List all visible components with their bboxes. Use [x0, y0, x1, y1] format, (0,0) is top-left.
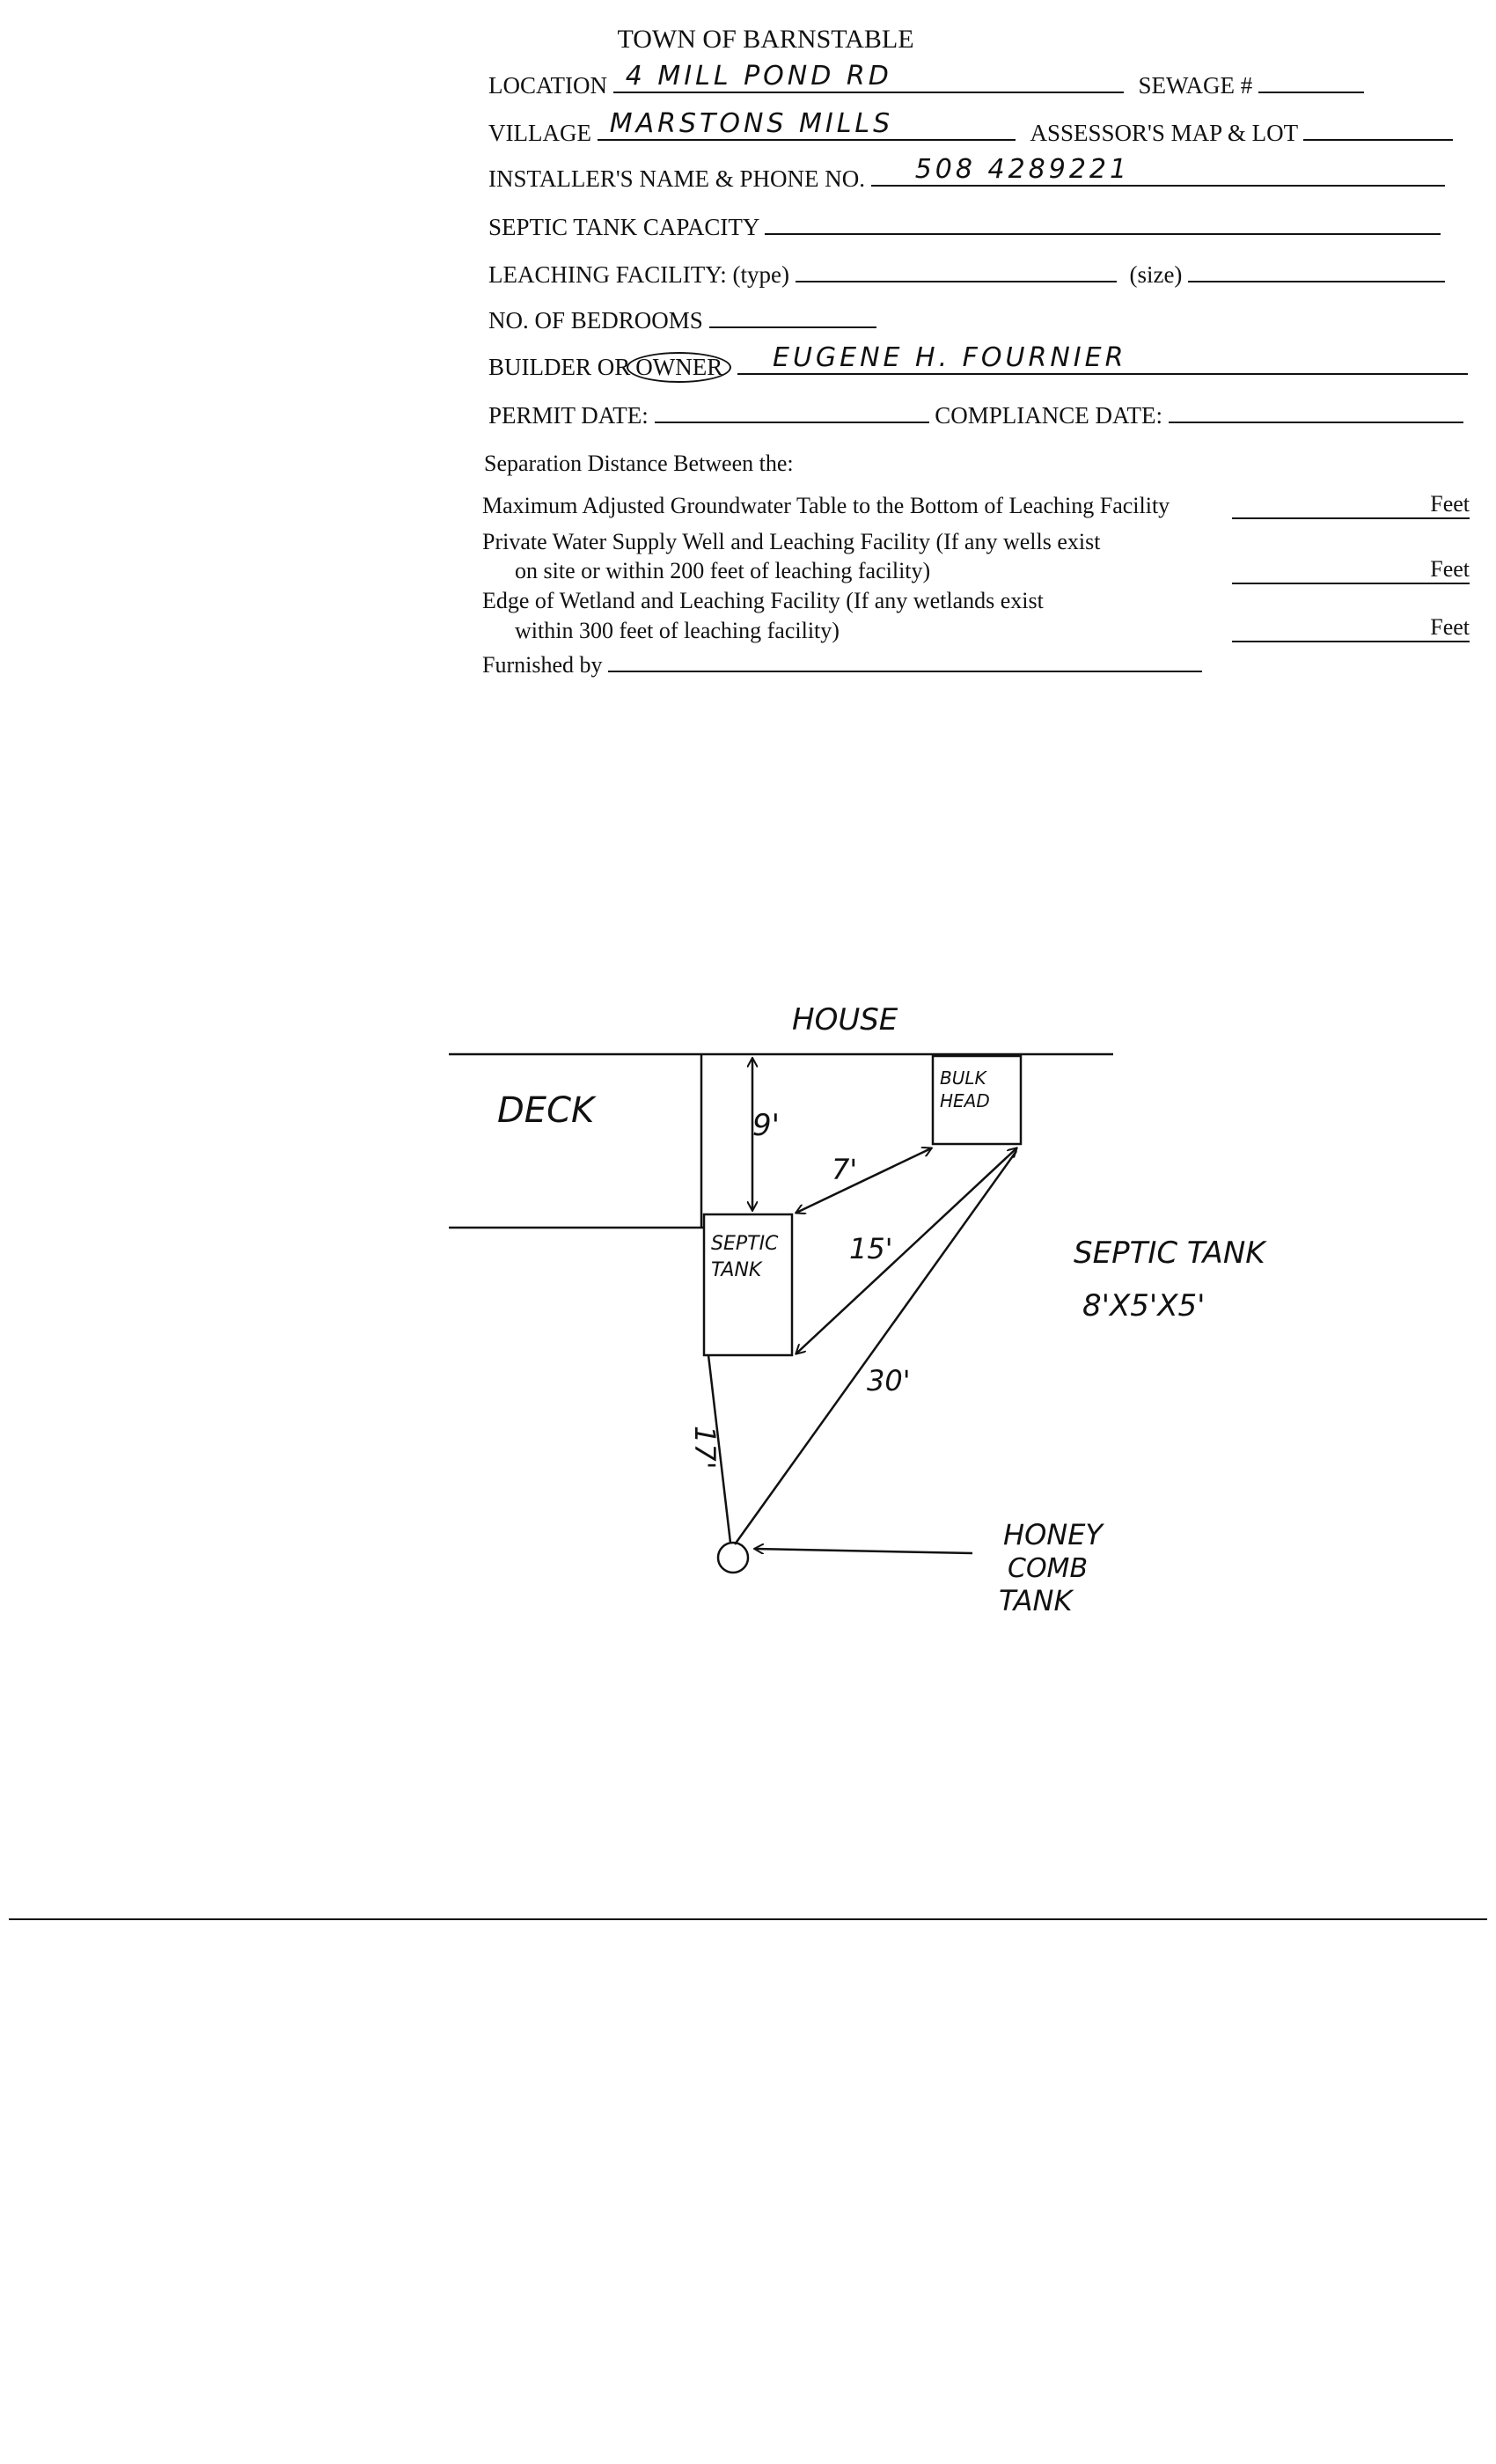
- leaching-type-field[interactable]: [795, 261, 1117, 282]
- bedrooms-label: NO. OF BEDROOMS: [488, 307, 703, 334]
- installer-field[interactable]: 508 4289221: [870, 154, 1445, 187]
- bulkhead-label-2: HEAD: [940, 1090, 990, 1111]
- assessor-field[interactable]: [1303, 120, 1454, 141]
- leaching-size-field[interactable]: [1188, 261, 1446, 282]
- location-row: LOCATION 4 MILL POND RD SEWAGE #: [488, 61, 1364, 99]
- compliance-label: COMPLIANCE DATE:: [935, 402, 1163, 429]
- dim-30-line: [733, 1150, 1018, 1545]
- septic-tank-label-1: SEPTIC: [711, 1233, 779, 1255]
- size-label: (size): [1129, 261, 1183, 288]
- compliance-field[interactable]: [1168, 402, 1463, 423]
- location-label: LOCATION: [488, 72, 607, 99]
- septic-tank-label-2: TANK: [711, 1259, 763, 1281]
- owner-field[interactable]: EUGENE H. FOURNIER: [737, 342, 1468, 375]
- dim-15-label: 15': [849, 1232, 893, 1265]
- dim-17-line: [707, 1354, 732, 1544]
- dim-15-line: [796, 1148, 1016, 1353]
- page-bottom-rule: [9, 1918, 1487, 1920]
- bedrooms-row: NO. OF BEDROOMS: [488, 307, 876, 334]
- village-label: VILLAGE: [488, 120, 591, 146]
- septic-tank-box: [702, 1213, 794, 1357]
- dim-17-label: 17': [688, 1426, 722, 1470]
- wetland-feet-field[interactable]: Feet: [1232, 614, 1470, 642]
- well-feet-field[interactable]: Feet: [1232, 556, 1470, 584]
- house-label: HOUSE: [792, 1002, 898, 1038]
- owner-label: OWNER: [635, 354, 723, 380]
- septic-capacity-label: SEPTIC TANK CAPACITY: [488, 214, 759, 240]
- furnished-field[interactable]: [608, 651, 1202, 672]
- installer-row: INSTALLER'S NAME & PHONE NO. 508 4289221: [488, 154, 1445, 193]
- separation-well-label-1: Private Water Supply Well and Leaching F…: [482, 529, 1101, 554]
- location-value: 4 MILL POND RD: [625, 61, 892, 92]
- bulkhead-box: [931, 1054, 1023, 1146]
- separation-wetland-label-1: Edge of Wetland and Leaching Facility (I…: [482, 588, 1044, 613]
- dim-7-label: 7': [832, 1153, 857, 1186]
- village-row: VILLAGE MARSTONS MILLS ASSESSOR'S MAP & …: [488, 108, 1454, 147]
- honeycomb-label-2: COMB: [1008, 1553, 1088, 1584]
- dim-7-line: [796, 1148, 931, 1213]
- sewage-field[interactable]: [1258, 72, 1364, 93]
- form-title: TOWN OF BARNSTABLE: [617, 25, 914, 54]
- owner-value: EUGENE H. FOURNIER: [772, 342, 1127, 373]
- assessor-label: ASSESSOR'S MAP & LOT: [1030, 120, 1298, 146]
- site-sketch: HOUSE DECK BULK HEAD SEPTIC TANK 9' 7' 1…: [449, 1002, 1267, 1617]
- village-field[interactable]: MARSTONS MILLS: [597, 108, 1016, 141]
- separation-groundwater-label: Maximum Adjusted Groundwater Table to th…: [482, 493, 1170, 518]
- tank-note-label-2: 8'X5'X5': [1082, 1288, 1206, 1324]
- furnished-row: Furnished by: [482, 651, 1202, 678]
- wetland-feet-unit: Feet: [1430, 614, 1470, 640]
- separation-heading: Separation Distance Between the:: [484, 451, 794, 476]
- deck-label: DECK: [497, 1090, 597, 1131]
- bedrooms-field[interactable]: [708, 307, 876, 328]
- separation-well-label-2: on site or within 200 feet of leaching f…: [515, 558, 931, 583]
- installer-value: 508 4289221: [914, 154, 1131, 185]
- furnished-label: Furnished by: [482, 652, 603, 678]
- location-field[interactable]: 4 MILL POND RD: [612, 61, 1124, 93]
- permit-label: PERMIT DATE:: [488, 402, 649, 429]
- groundwater-feet-unit: Feet: [1430, 491, 1470, 517]
- separation-wetland-label-2: within 300 feet of leaching facility): [515, 618, 840, 643]
- well-feet-unit: Feet: [1430, 556, 1470, 582]
- septic-capacity-row: SEPTIC TANK CAPACITY: [488, 214, 1441, 241]
- honeycomb-tank-circle: [716, 1541, 750, 1574]
- permit-field[interactable]: [654, 402, 929, 423]
- bulkhead-label-1: BULK: [940, 1067, 988, 1089]
- honeycomb-label-1: HONEY: [1003, 1518, 1104, 1551]
- septic-capacity-field[interactable]: [765, 214, 1441, 235]
- tank-note-label-1: SEPTIC TANK: [1074, 1236, 1267, 1271]
- owner-circle: OWNER: [627, 352, 732, 383]
- honeycomb-arrow: [755, 1549, 973, 1555]
- leaching-row: LEACHING FACILITY: (type) (size): [488, 261, 1446, 289]
- sewage-label: SEWAGE #: [1138, 72, 1253, 99]
- groundwater-feet-field[interactable]: Feet: [1232, 491, 1470, 519]
- dim-9-label: 9': [752, 1108, 780, 1143]
- permit-row: PERMIT DATE: COMPLIANCE DATE:: [488, 402, 1463, 429]
- village-value: MARSTONS MILLS: [609, 108, 894, 139]
- leaching-label: LEACHING FACILITY: (type): [488, 261, 789, 288]
- dim-30-label: 30': [867, 1364, 911, 1397]
- builder-label: BUILDER OR: [488, 354, 631, 380]
- installer-label: INSTALLER'S NAME & PHONE NO.: [488, 165, 865, 192]
- honeycomb-label-3: TANK: [999, 1584, 1074, 1617]
